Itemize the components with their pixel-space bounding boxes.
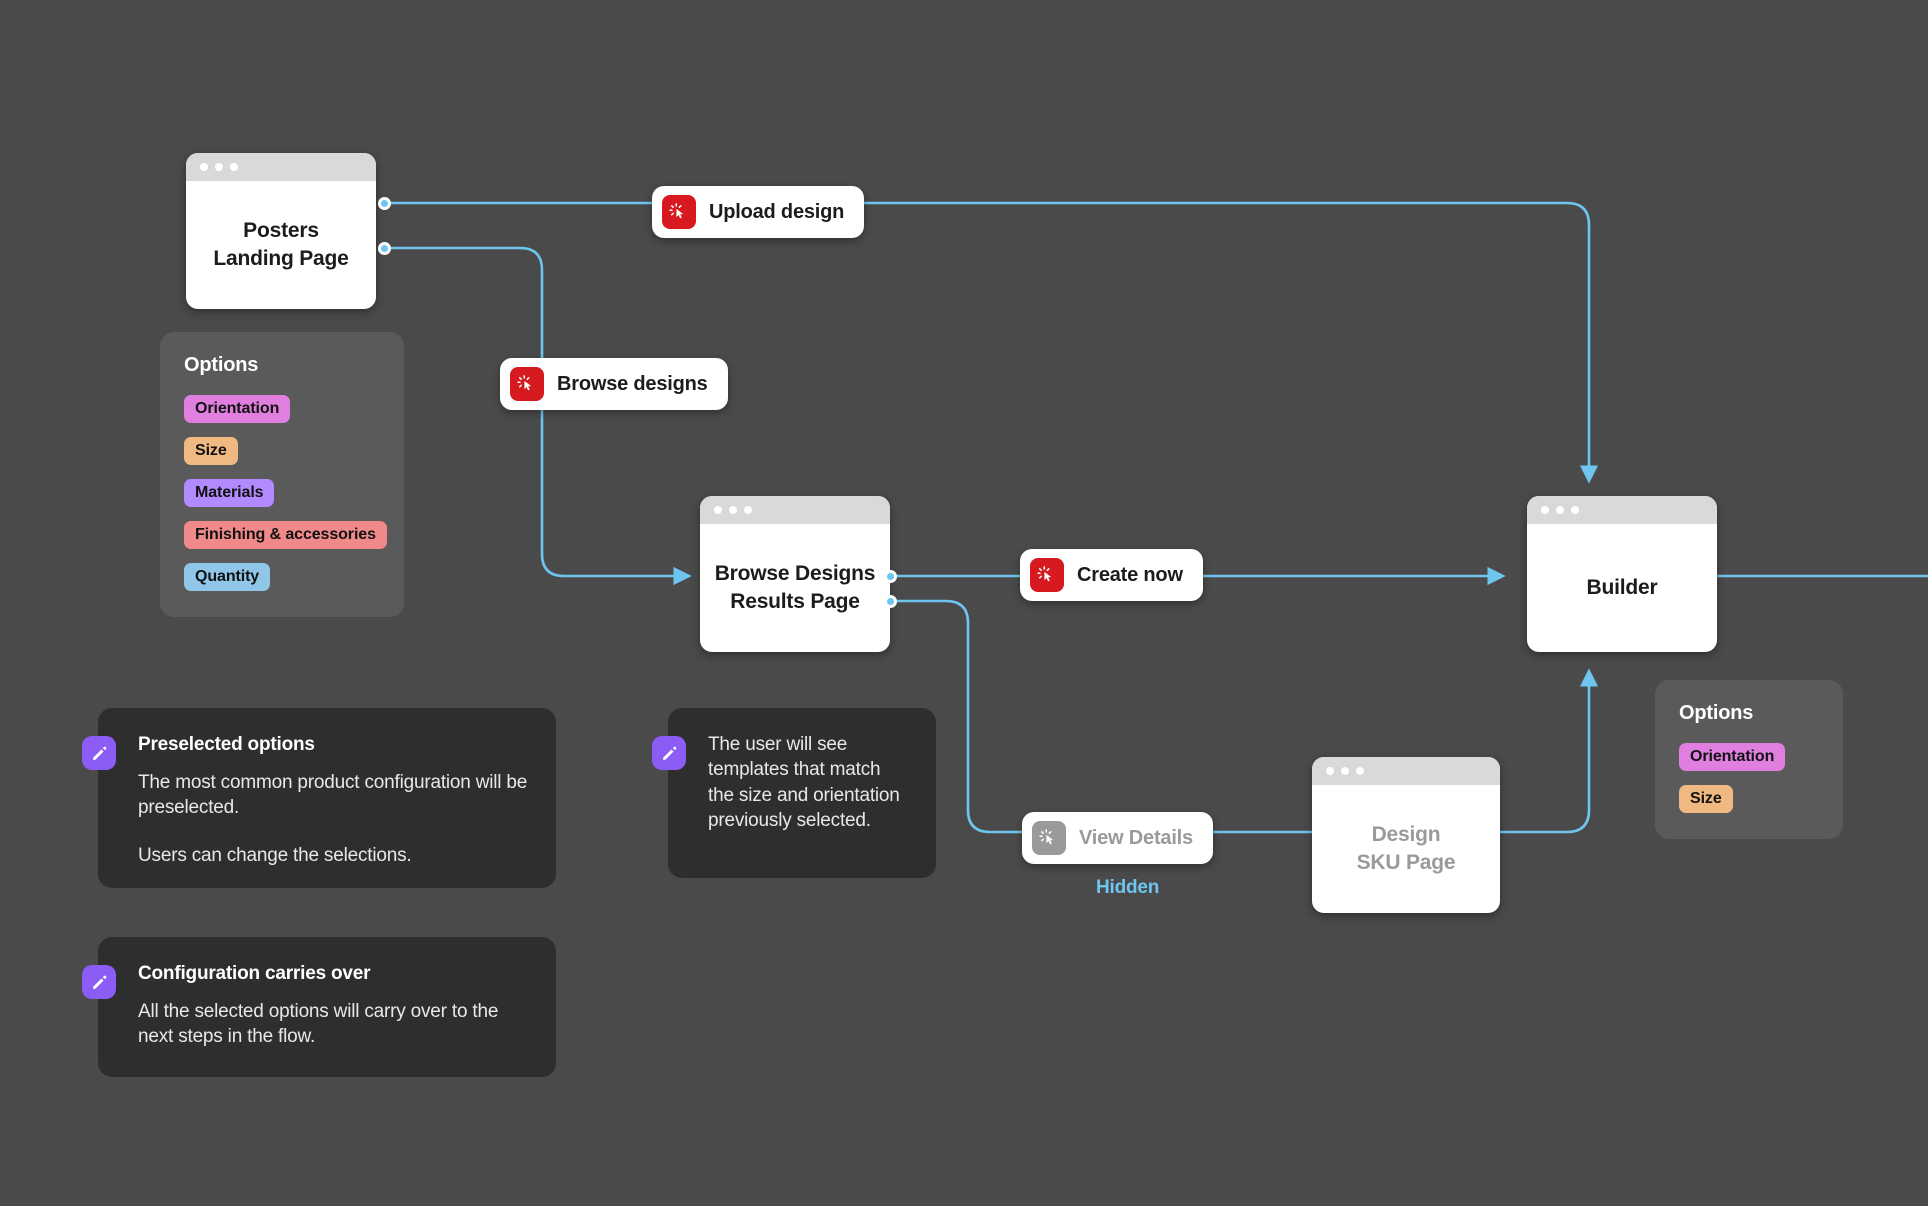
pencil-icon [652, 736, 686, 770]
node-body: Posters Landing Page [186, 181, 376, 309]
action-label: Upload design [709, 200, 845, 223]
window-dot [215, 163, 223, 171]
action-label: Browse designs [557, 372, 708, 395]
node-titlebar [1312, 757, 1500, 785]
edge-browse-results-to-design-sku [892, 599, 1312, 834]
tag-orientation[interactable]: Orientation [184, 395, 291, 423]
note-title: Preselected options [138, 734, 315, 755]
node-titlebar [700, 496, 890, 524]
options-panel-landing: Options Orientation Size Materials Finis… [160, 332, 404, 617]
window-dot [729, 506, 737, 514]
note-paragraph: The user will see templates that match t… [708, 734, 900, 832]
click-icon [1030, 558, 1064, 592]
note-preselected-options[interactable]: Preselected options The most common prod… [82, 708, 556, 888]
node-title-line-1: Browse Designs [714, 562, 876, 586]
node-browse-designs-results-page[interactable]: Browse Designs Results Page [700, 496, 890, 652]
caption-hidden: Hidden [1096, 877, 1160, 898]
note-template-match[interactable]: The user will see templates that match t… [652, 708, 936, 878]
node-title: Builder [1586, 576, 1658, 600]
options-title: Options [184, 354, 259, 376]
node-title-line-2: SKU Page [1356, 851, 1456, 874]
window-dot [714, 506, 722, 514]
click-icon [510, 367, 544, 401]
node-title: Design SKU Page [1357, 821, 1456, 876]
node-titlebar [1527, 496, 1717, 524]
tag-size[interactable]: Size [1679, 785, 1733, 813]
pencil-icon [82, 965, 116, 999]
port-landing-bottom-right[interactable] [378, 242, 391, 255]
pencil-icon [82, 736, 116, 770]
window-dot [1356, 767, 1364, 775]
note-paragraph: Users can change the selections. [138, 844, 412, 866]
edge-landing-to-builder [384, 201, 1599, 484]
action-label: View Details [1079, 826, 1193, 849]
window-dot [230, 163, 238, 171]
window-dot [744, 506, 752, 514]
tag-materials[interactable]: Materials [184, 479, 275, 507]
action-label: Create now [1077, 563, 1183, 586]
port-browse-results-bottom-right[interactable] [884, 595, 897, 608]
action-browse-designs[interactable]: Browse designs [500, 358, 728, 410]
node-titlebar [186, 153, 376, 181]
node-title: Posters Landing Page [213, 217, 348, 272]
node-builder[interactable]: Builder [1527, 496, 1717, 652]
window-dot [1571, 506, 1579, 514]
action-create-now[interactable]: Create now [1020, 549, 1203, 601]
tag-finishing-accessories[interactable]: Finishing & accessories [184, 521, 387, 549]
node-design-sku-page[interactable]: Design SKU Page [1312, 757, 1500, 913]
node-body: Builder [1527, 524, 1717, 652]
window-dot [1541, 506, 1549, 514]
window-dot [1326, 767, 1334, 775]
node-body: Browse Designs Results Page [700, 524, 890, 652]
click-icon [1032, 821, 1066, 855]
window-dot [200, 163, 208, 171]
tag-orientation[interactable]: Orientation [1679, 743, 1786, 771]
node-title-line-1: Design [1371, 823, 1441, 847]
note-paragraph: All the selected options will carry over… [138, 1001, 499, 1048]
node-title-line-2: Results Page [730, 590, 860, 613]
options-title: Options [1679, 702, 1754, 724]
action-upload-design[interactable]: Upload design [652, 186, 865, 238]
window-dot [1556, 506, 1564, 514]
node-title-line-1: Posters [243, 219, 319, 243]
action-view-details[interactable]: View Details [1022, 812, 1213, 864]
node-posters-landing-page[interactable]: Posters Landing Page [186, 153, 376, 309]
node-title-line-2: Landing Page [213, 247, 349, 270]
click-icon [662, 195, 696, 229]
note-paragraph: The most common product configuration wi… [138, 772, 528, 819]
port-browse-results-top-right[interactable] [884, 570, 897, 583]
tag-size[interactable]: Size [184, 437, 238, 465]
edge-landing-to-browse-results [384, 246, 692, 586]
tag-quantity[interactable]: Quantity [184, 563, 271, 591]
port-landing-top-right[interactable] [378, 197, 391, 210]
note-title: Configuration carries over [138, 963, 371, 984]
node-body: Design SKU Page [1312, 785, 1500, 913]
node-title: Browse Designs Results Page [715, 560, 876, 615]
window-dot [1341, 767, 1349, 775]
options-panel-builder: Options Orientation Size [1655, 680, 1843, 839]
edge-design-sku-to-builder [1500, 668, 1599, 834]
note-configuration-carries-over[interactable]: Configuration carries over All the selec… [82, 937, 556, 1077]
